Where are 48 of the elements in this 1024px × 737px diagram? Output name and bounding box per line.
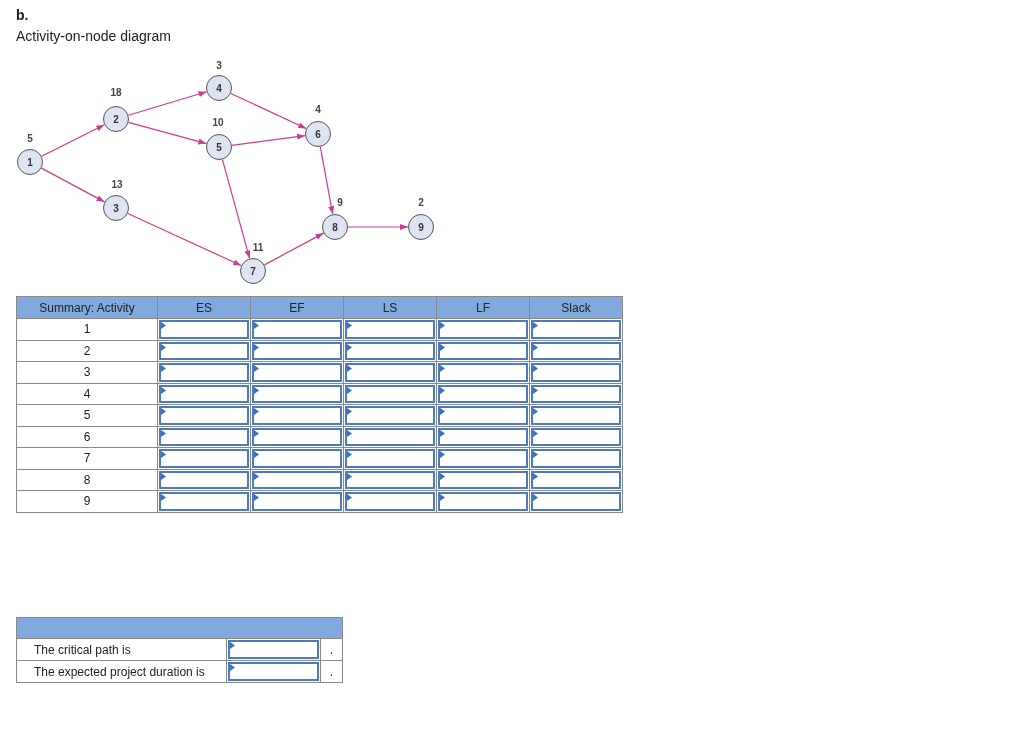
activity-node: 5 bbox=[206, 134, 232, 160]
duration-label: 2 bbox=[418, 197, 424, 209]
activity-number: 7 bbox=[83, 450, 91, 468]
activity-number: 2 bbox=[83, 342, 91, 360]
prompt-text: The expected project duration is bbox=[34, 663, 205, 681]
activity-number: 9 bbox=[83, 493, 91, 511]
arrow bbox=[221, 158, 251, 260]
activity-node: 3 bbox=[103, 195, 129, 221]
duration-label: 5 bbox=[27, 133, 33, 145]
arrow bbox=[127, 121, 208, 145]
activity-number: 8 bbox=[83, 471, 91, 489]
duration-label: 10 bbox=[212, 117, 224, 129]
column-header: LS bbox=[344, 297, 437, 319]
activity-number: 1 bbox=[83, 321, 91, 339]
period-mark: . bbox=[329, 641, 334, 659]
arrow bbox=[231, 133, 306, 146]
activity-node: 9 bbox=[408, 214, 434, 240]
activity-number: 3 bbox=[83, 364, 91, 382]
duration-label: 3 bbox=[216, 60, 222, 72]
activity-node: 2 bbox=[103, 106, 129, 132]
period-mark: . bbox=[329, 663, 334, 681]
duration-label: 18 bbox=[110, 87, 122, 99]
activity-number: 4 bbox=[83, 385, 91, 403]
duration-label: 4 bbox=[315, 104, 321, 116]
activity-number: 5 bbox=[83, 407, 91, 425]
arrow bbox=[127, 91, 208, 116]
prompt-text: The critical path is bbox=[34, 641, 131, 659]
arrow bbox=[230, 92, 307, 130]
activity-node: 4 bbox=[206, 75, 232, 101]
activity-number: 6 bbox=[83, 428, 91, 446]
arrow bbox=[347, 224, 409, 230]
duration-label: 13 bbox=[111, 179, 123, 191]
arrow bbox=[127, 212, 242, 267]
part-label: b. bbox=[16, 6, 29, 24]
column-header: Slack bbox=[530, 297, 623, 319]
duration-label: 11 bbox=[252, 242, 264, 254]
activity-node: 7 bbox=[240, 258, 266, 284]
column-header: LF bbox=[437, 297, 530, 319]
activity-node: 6 bbox=[305, 121, 331, 147]
diagram-title: Activity-on-node diagram bbox=[16, 27, 171, 45]
column-header: Summary: Activity bbox=[17, 297, 158, 319]
activity-node: 1 bbox=[17, 149, 43, 175]
arrow bbox=[319, 146, 335, 215]
arrow bbox=[41, 124, 105, 157]
column-header: EF bbox=[251, 297, 344, 319]
column-header: ES bbox=[158, 297, 251, 319]
activity-node: 8 bbox=[322, 214, 348, 240]
duration-label: 9 bbox=[337, 197, 343, 209]
